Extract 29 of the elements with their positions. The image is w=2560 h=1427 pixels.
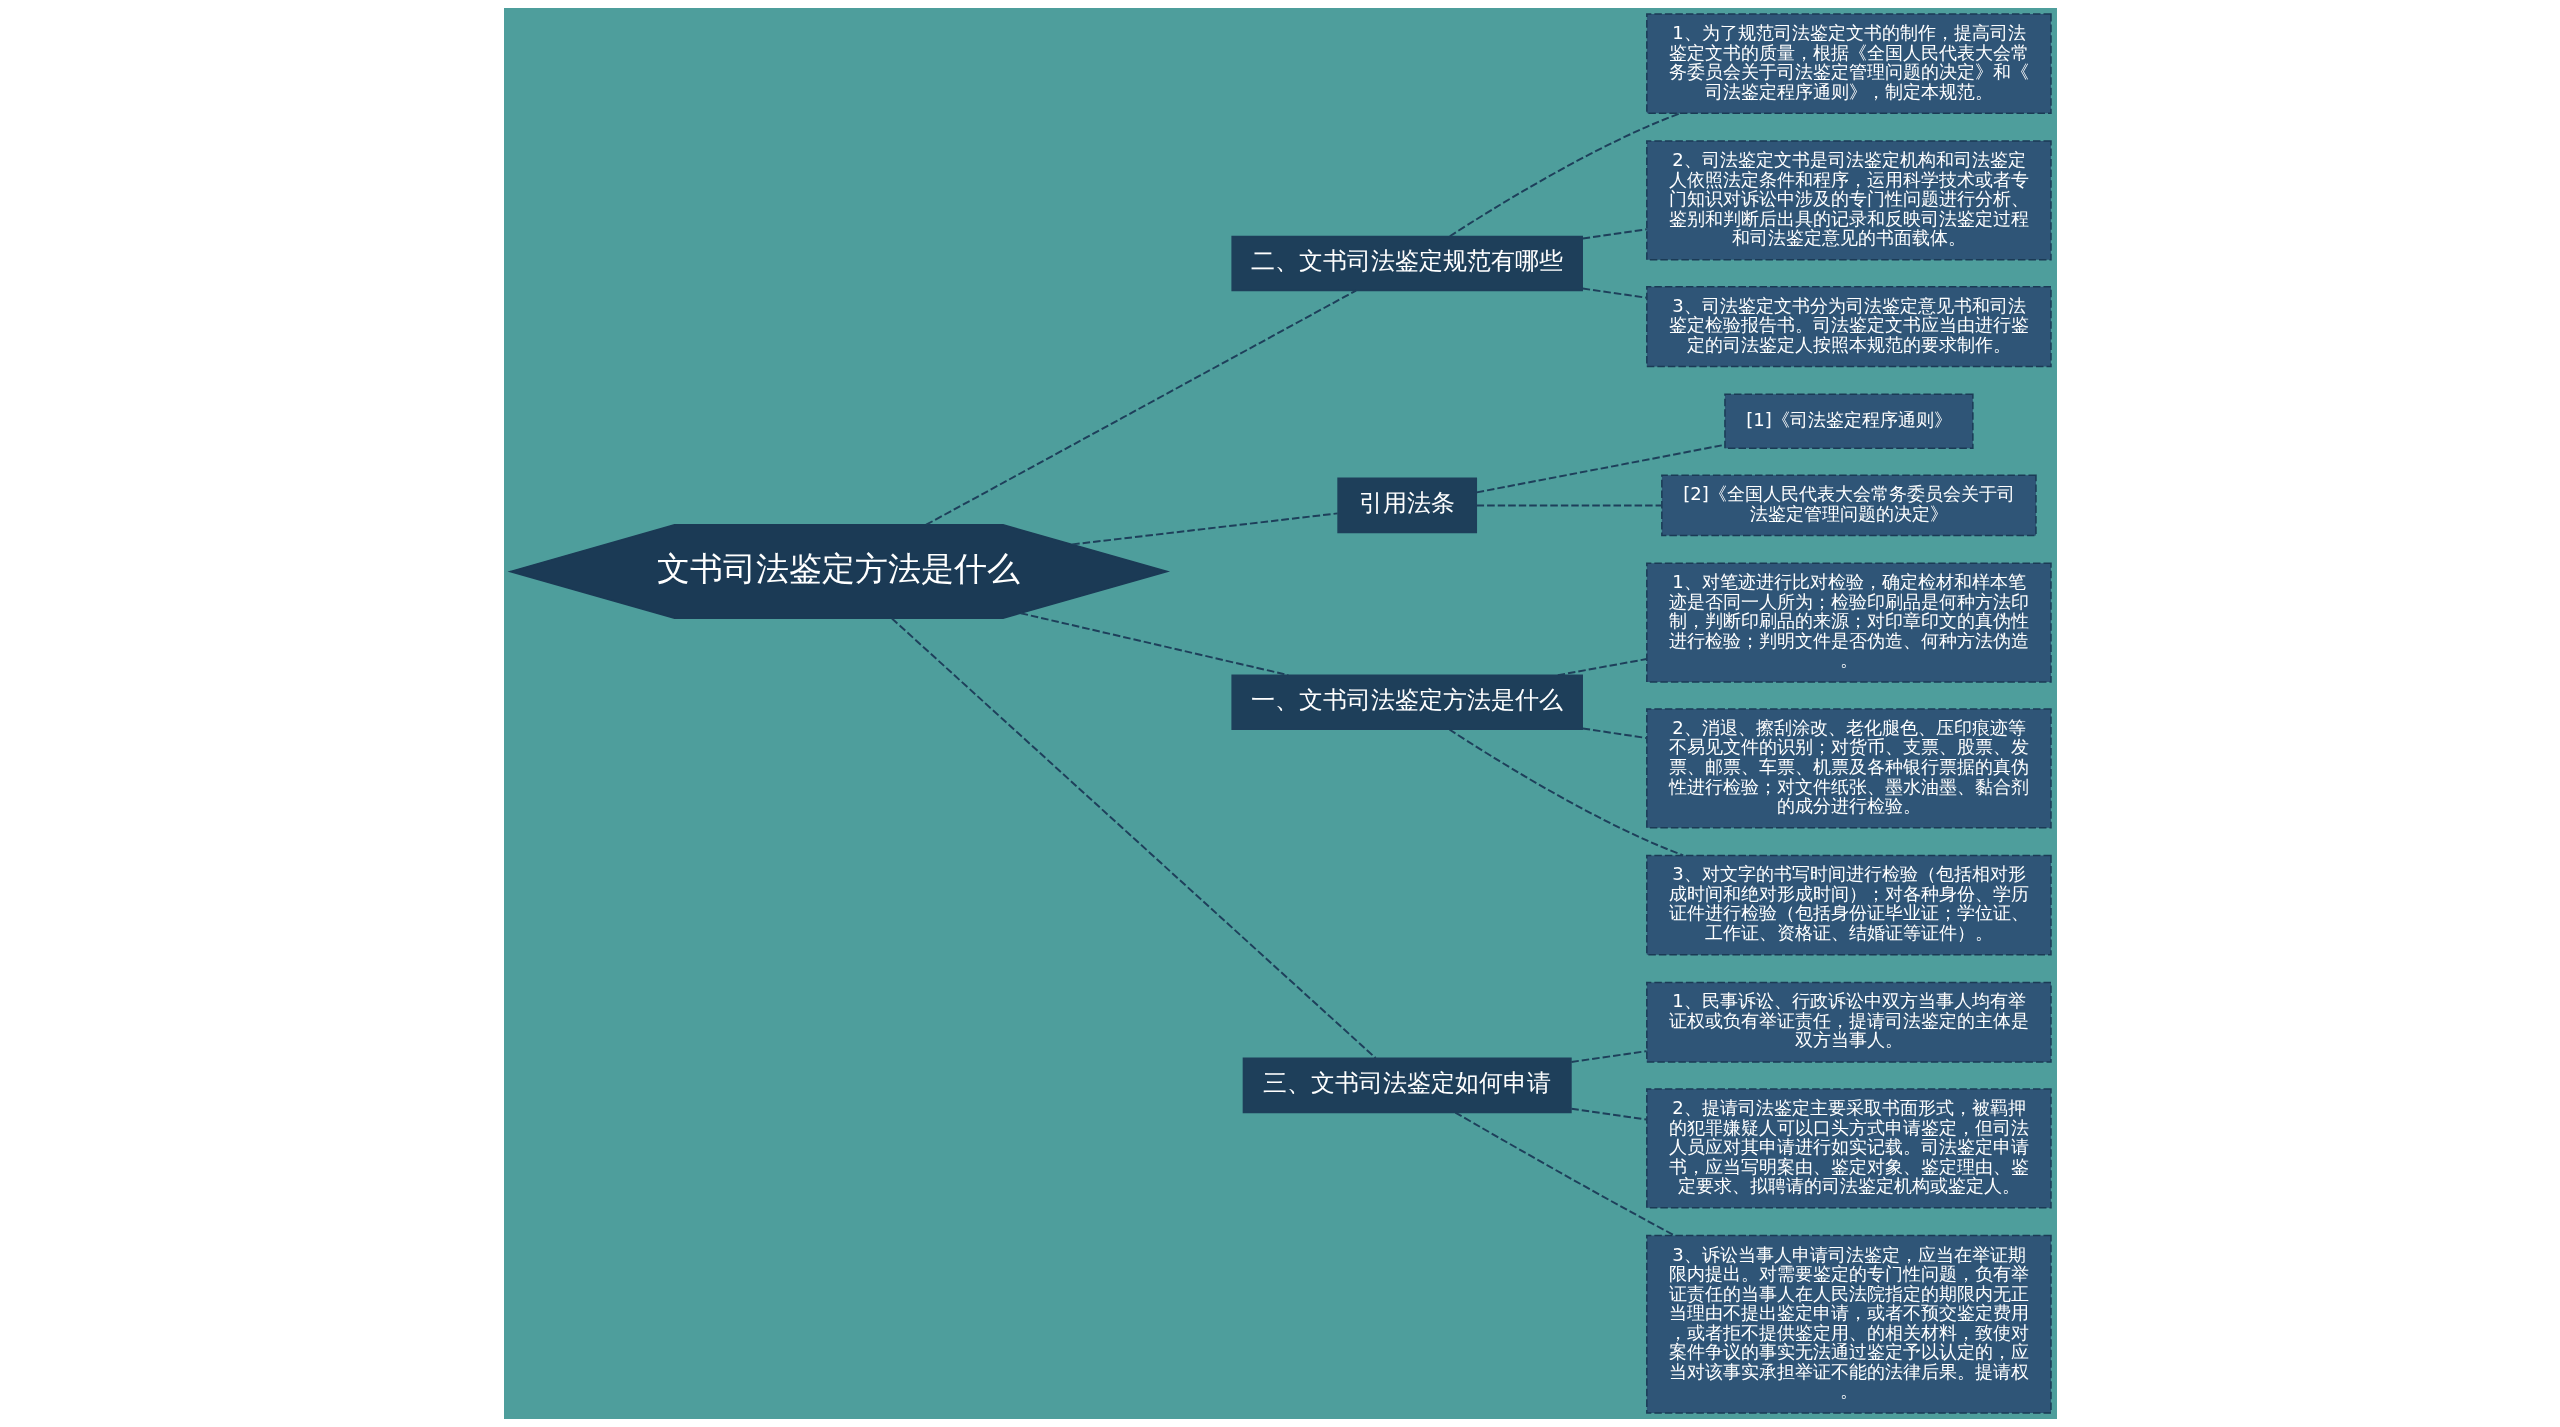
node-box: 3、诉讼当事人申请司法鉴定，应当在举证期限内提出。对需要鉴定的专门性问题，负有举证责任的当事人在人民法院指定的期限内无正当理由不提出鉴定申请，或者不预交鉴定费用，或者拒不提供鉴定用、的相关材料，致使对案件争议的事实无法通过鉴定予以认定的，应当对该事实承担举证不能的法律后果。提请权。 <box>1645 1234 2052 1414</box>
node-box: 3、司法鉴定文书分为司法鉴定意见书和司法鉴定检验报告书。司法鉴定文书应当由进行鉴定的司法鉴定人按照本规范的要求制作。 <box>1645 286 2052 368</box>
node-box: 引用法条 <box>1336 477 1477 534</box>
connector <box>1569 1050 1648 1063</box>
connector <box>924 289 1357 526</box>
node-box: 三、文书司法鉴定如何申请 <box>1242 1057 1572 1114</box>
connector <box>1556 658 1648 677</box>
node-box: 1、为了规范司法鉴定文书的制作，提高司法鉴定文书的质量，根据《全国人民代表大会常务委员会关于司法鉴定管理问题的决定》和《司法鉴定程序通则》，制定本规范。 <box>1645 13 2052 114</box>
node-box: 一、文书司法鉴定方法是什么 <box>1230 674 1583 731</box>
node-box: [2]《全国人民代表大会常务委员会关于司法鉴定管理问题的决定》 <box>1660 474 2037 537</box>
node-box: 2、提请司法鉴定主要采取书面形式，被羁押的犯罪嫌疑人可以口头方式申请鉴定，但司法人员应对其申请进行如实记载。司法鉴定申请书，应当写明案由、鉴定对象、鉴定理由、鉴定要求、拟聘请的司法鉴定机构或鉴定人。 <box>1645 1088 2052 1209</box>
node-box: 2、消退、擦刮涂改、老化腿色、压印痕迹等不易见文件的识别；对货币、支票、股票、发票、邮票、车票、机票及各种银行票据的真伪性进行检验；对文件纸张、墨水油墨、黏合剂的成分进行检验。 <box>1645 708 2052 829</box>
node-box: 二、文书司法鉴定规范有哪些 <box>1230 235 1583 292</box>
connector <box>1475 504 1663 507</box>
node-box: 1、对笔迹进行比对检验，确定检材和样本笔迹是否同一人所为；检验印刷品是何种方法印制，判断印刷品的来源；对印章印文的真伪性进行检验；判明文件是否伪造、何种方法伪造。 <box>1645 562 2052 683</box>
node-box: 3、对文字的书写时间进行检验（包括相对形成时间和绝对形成时间）；对各种身份、学历证件进行检验（包括身份证毕业证；学位证、工作证、资格证、结婚证等证件）。 <box>1645 854 2052 956</box>
connector <box>1453 1111 1675 1237</box>
node-box: 2、司法鉴定文书是司法鉴定机构和司法鉴定人依照法定条件和程序，运用科学技术或者专门知识对诉讼中涉及的专门性问题进行分析、鉴别和判断后出具的记录和反映司法鉴定过程和司法鉴定意见的书面载体。 <box>1645 140 2052 261</box>
node-box: [1]《司法鉴定程序通则》 <box>1723 393 1974 450</box>
connector <box>1448 112 1681 238</box>
node-box: 1、民事诉讼、行政诉讼中双方当事人均有举证权或负有举证责任，提请司法鉴定的主体是双方当事人。 <box>1645 981 2052 1063</box>
connector <box>1447 728 1684 857</box>
connector <box>1581 287 1648 299</box>
connector <box>1581 228 1648 240</box>
connector <box>890 617 1377 1059</box>
connector <box>1019 612 1289 677</box>
connector <box>1070 512 1339 546</box>
connector <box>1569 1107 1648 1121</box>
connector <box>1581 727 1648 740</box>
